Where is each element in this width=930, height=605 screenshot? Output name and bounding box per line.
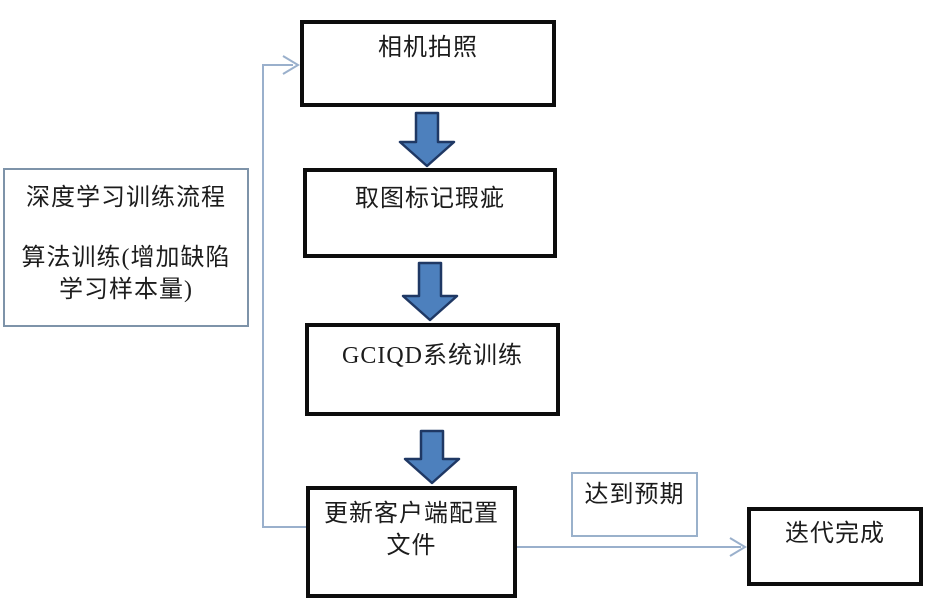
- note-body-line-2: 学习样本量): [59, 277, 193, 303]
- node-label: 迭代完成: [785, 521, 885, 547]
- node-label: 相机拍照: [378, 35, 478, 61]
- down-arrow-1-icon: [398, 111, 456, 168]
- note-deep-learning-process: 深度学习训练流程 算法训练(增加缺陷 学习样本量): [3, 168, 249, 327]
- down-arrow-3-icon: [403, 429, 461, 485]
- node-label: 取图标记瑕疵: [355, 186, 505, 212]
- note-body-line-1: 算法训练(增加缺陷: [21, 245, 231, 271]
- node-mark-defects: 取图标记瑕疵: [303, 168, 557, 258]
- node-update-client-config: 更新客户端配置 文件: [306, 486, 517, 598]
- node-label-line-2: 文件: [386, 533, 437, 559]
- branch-label-expectation-met: 达到预期: [571, 472, 698, 537]
- node-camera-capture: 相机拍照: [300, 20, 556, 107]
- feedback-connector-line: [262, 64, 306, 528]
- branch-label-text: 达到预期: [584, 482, 685, 508]
- node-iteration-complete: 迭代完成: [747, 507, 923, 586]
- feedback-arrowhead-icon: [282, 55, 300, 75]
- node-gciqd-training: GCIQD系统训练: [305, 323, 560, 416]
- node-label-line-1: 更新客户端配置: [324, 501, 499, 527]
- down-arrow-2-icon: [401, 261, 459, 322]
- done-arrowhead-icon: [729, 537, 747, 557]
- note-title: 深度学习训练流程: [26, 185, 226, 211]
- node-label: GCIQD系统训练: [342, 343, 523, 369]
